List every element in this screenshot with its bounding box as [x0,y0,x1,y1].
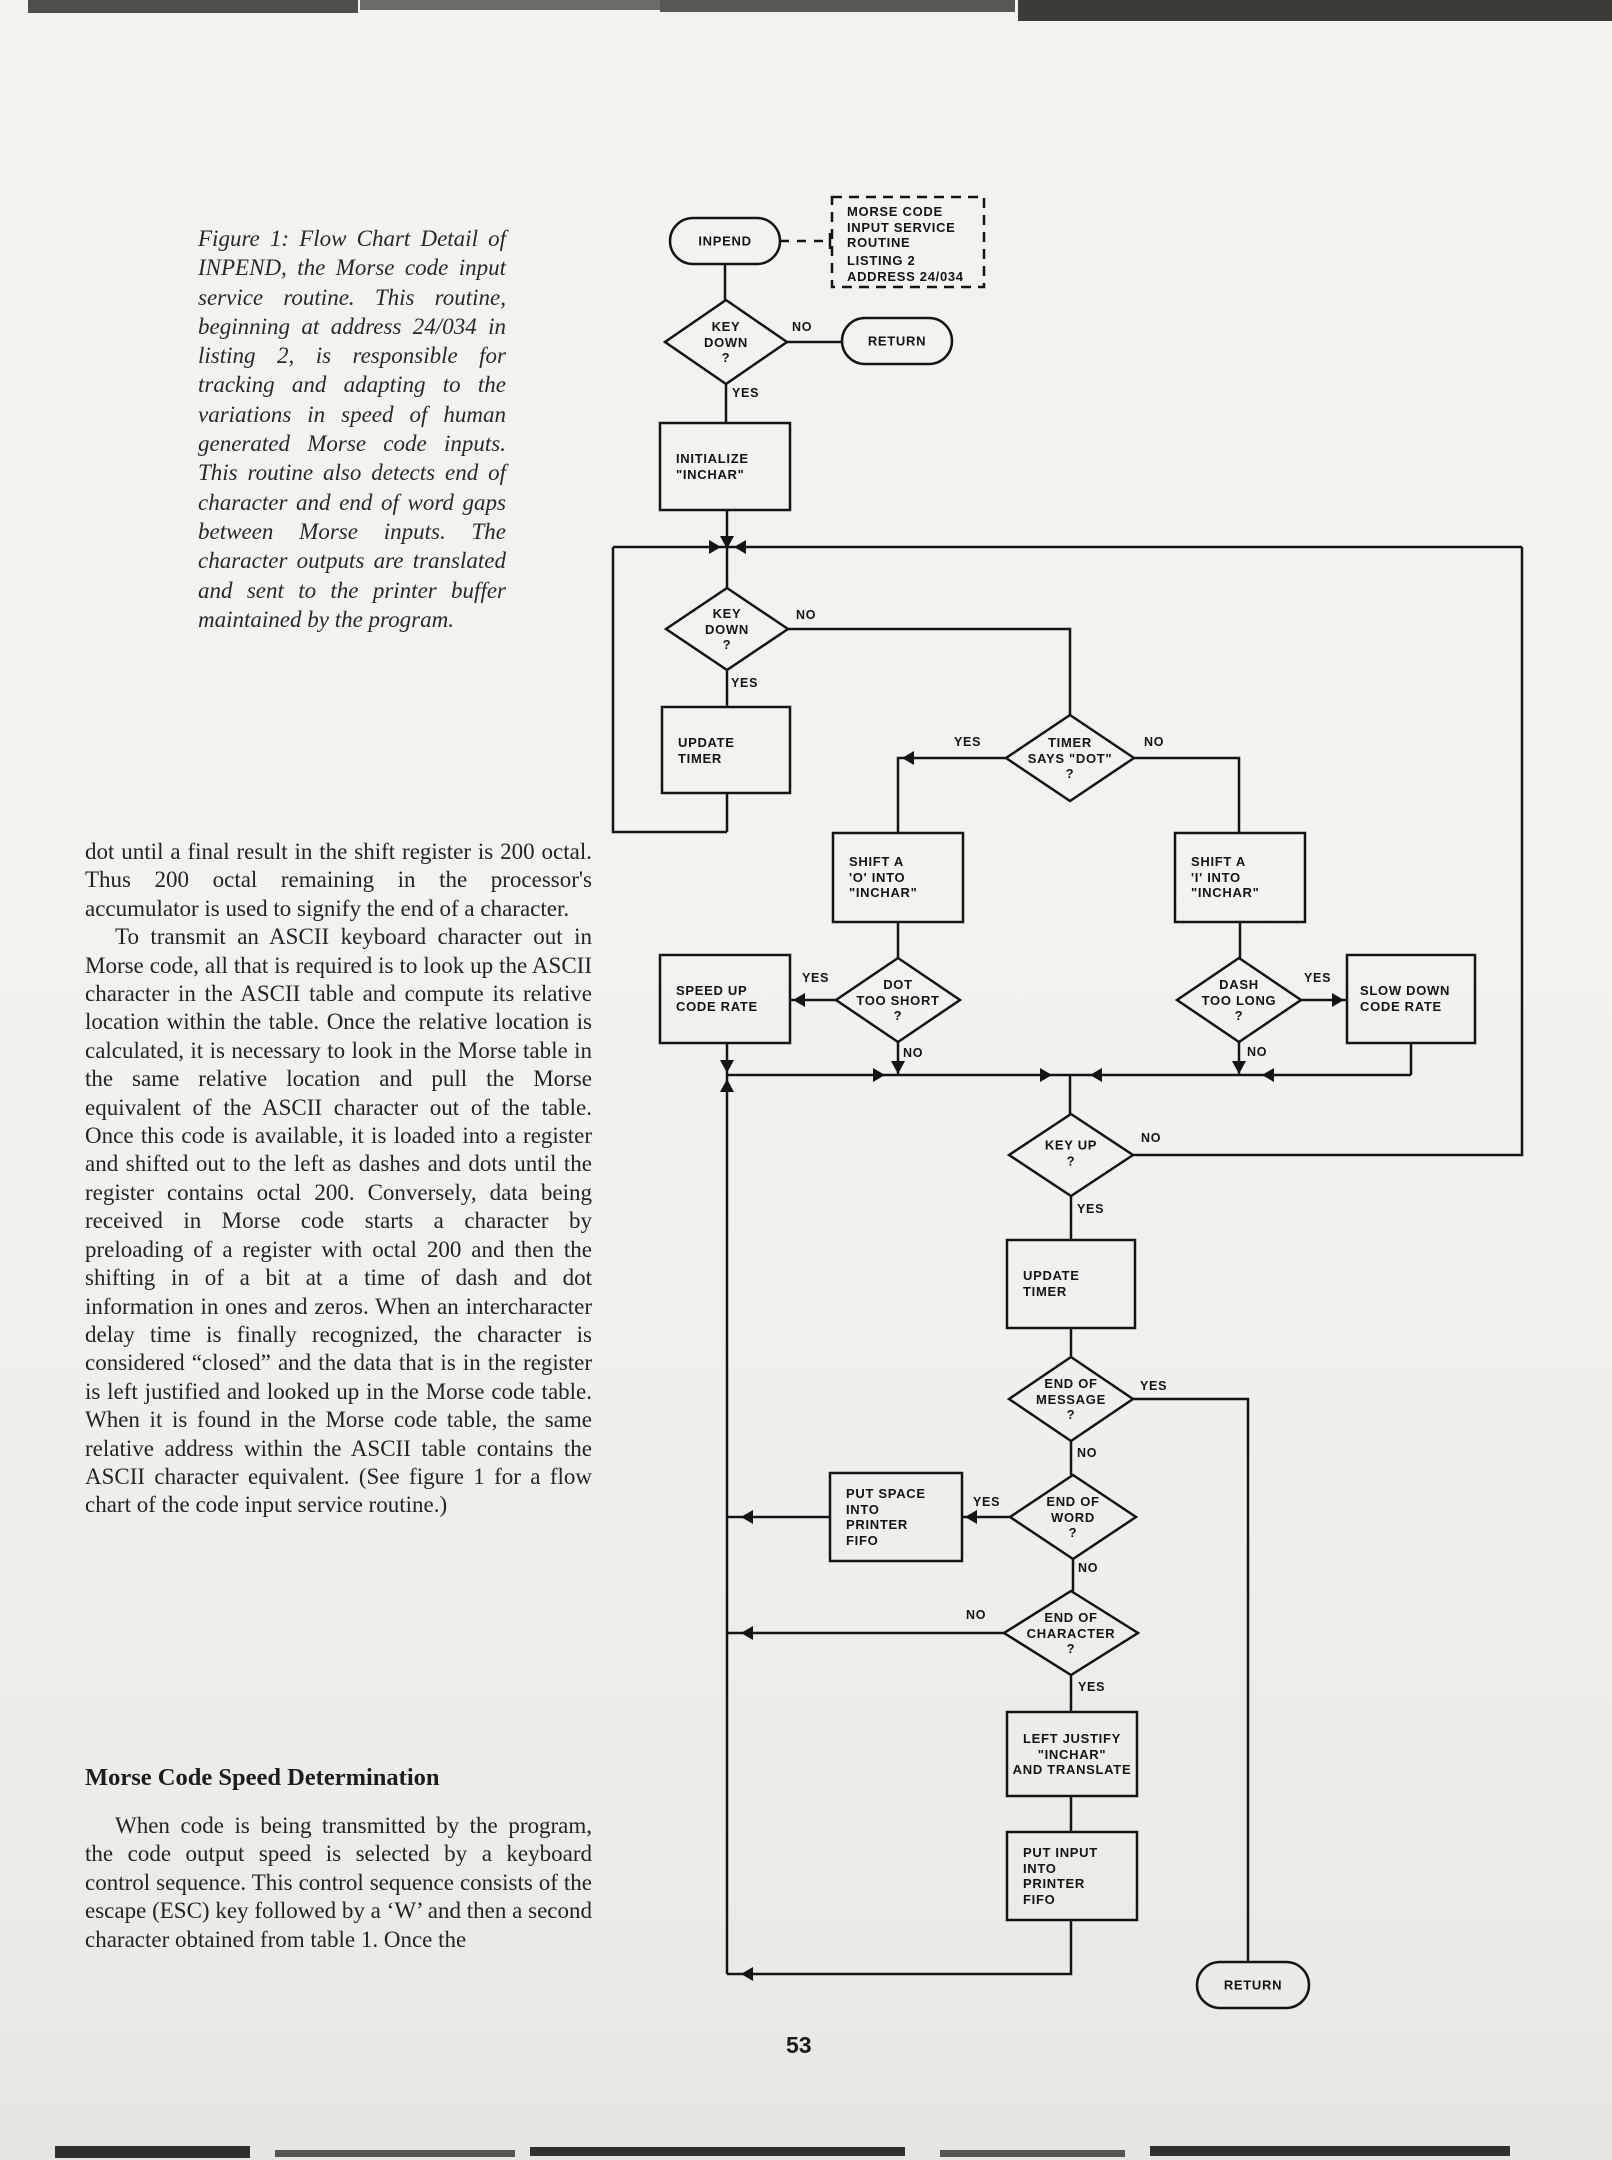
body-text-column: dot until a final result in the shift re… [85,838,592,1520]
edge-label: NO [1141,1131,1162,1145]
flowchart-node-key-down-2: KEY DOWN ? [705,605,749,652]
flowchart-node-initialize: INITIALIZE "INCHAR" [676,451,749,482]
arrowheads [709,536,1344,1981]
flowchart-node-return-1: RETURN [867,333,927,349]
flowchart-node-shift-zero: SHIFT A 'O' INTO "INCHAR" [849,854,918,900]
edge-label: YES [1304,971,1332,985]
flowchart-node-return-2: RETURN [1223,1977,1283,1993]
flowchart-node-put-input: PUT INPUT INTO PRINTER FIFO [1023,1845,1098,1907]
scan-artifact-bottom [1150,2146,1510,2156]
figure-caption: Figure 1: Flow Chart Detail of INPEND, t… [198,226,506,632]
flowchart-node-inpend: INPEND [698,233,752,249]
edge-label: YES [954,735,982,749]
scan-artifact-top [660,0,1015,12]
body-paragraph: When code is being transmitted by the pr… [85,1813,592,1952]
flowchart-node-put-space: PUT SPACE INTO PRINTER FIFO [846,1486,926,1548]
scan-artifact-bottom [530,2147,905,2156]
edge-label: YES [1140,1379,1168,1393]
edge-label: NO [1077,1446,1098,1460]
flowchart-node-update-timer-2: UPDATE TIMER [1023,1268,1080,1299]
flowchart-node-dash-too-long: DASH TOO LONG ? [1201,976,1277,1023]
flowchart-node-key-up: KEY UP ? [1044,1137,1098,1169]
scan-artifact-top [1018,0,1612,21]
flowchart-node-key-down-1: KEY DOWN ? [704,318,748,365]
body-paragraph: To transmit an ASCII keyboard character … [85,924,592,1518]
edge-label: YES [1078,1680,1106,1694]
scan-artifact-bottom [940,2150,1125,2157]
edge-label: YES [731,676,759,690]
scan-artifact-top [360,0,660,10]
section-heading: Morse Code Speed Determination [85,1764,440,1791]
edge-label: YES [1077,1202,1105,1216]
annotation-listing-text: LISTING 2 ADDRESS 24/034 [847,253,964,284]
flowchart-node-dot-too-short: DOT TOO SHORT ? [856,976,940,1023]
edge-label: NO [903,1046,924,1060]
flowchart-node-update-timer-1: UPDATE TIMER [678,735,735,766]
scan-artifact-top [28,0,358,13]
flowchart-node-end-of-character: END OF CHARACTER ? [1026,1609,1116,1656]
flowchart-node-timer-says-dot: TIMER SAYS "DOT" ? [1027,734,1113,781]
scan-artifact-bottom [55,2146,250,2158]
body-text-column: When code is being transmitted by the pr… [85,1812,592,1954]
page-number: 53 [786,2032,812,2058]
edge-label: NO [792,320,813,334]
edge-label: NO [966,1608,987,1622]
flowchart-node-speed-up: SPEED UP CODE RATE [676,983,758,1014]
scan-artifact-bottom [275,2150,515,2157]
edge-label: YES [802,971,830,985]
flowchart-node-slow-down: SLOW DOWN CODE RATE [1360,983,1451,1014]
flowchart-node-left-justify: LEFT JUSTIFY "INCHAR" AND TRANSLATE [1012,1730,1132,1777]
flowchart-node-end-of-message: END OF MESSAGE ? [1036,1375,1106,1422]
edge-label: NO [1247,1045,1268,1059]
edge-label: NO [796,608,817,622]
edge-label: NO [1078,1561,1099,1575]
edge-label: NO [1144,735,1165,749]
edge-label: YES [973,1495,1001,1509]
body-paragraph: dot until a final result in the shift re… [85,839,592,921]
flowchart-node-shift-one: SHIFT A 'I' INTO "INCHAR" [1191,854,1260,900]
edge-label: YES [732,386,760,400]
annotation-routine-text: MORSE CODE INPUT SERVICE ROUTINE [847,204,956,250]
flowchart-node-end-of-word: END OF WORD ? [1046,1493,1100,1540]
